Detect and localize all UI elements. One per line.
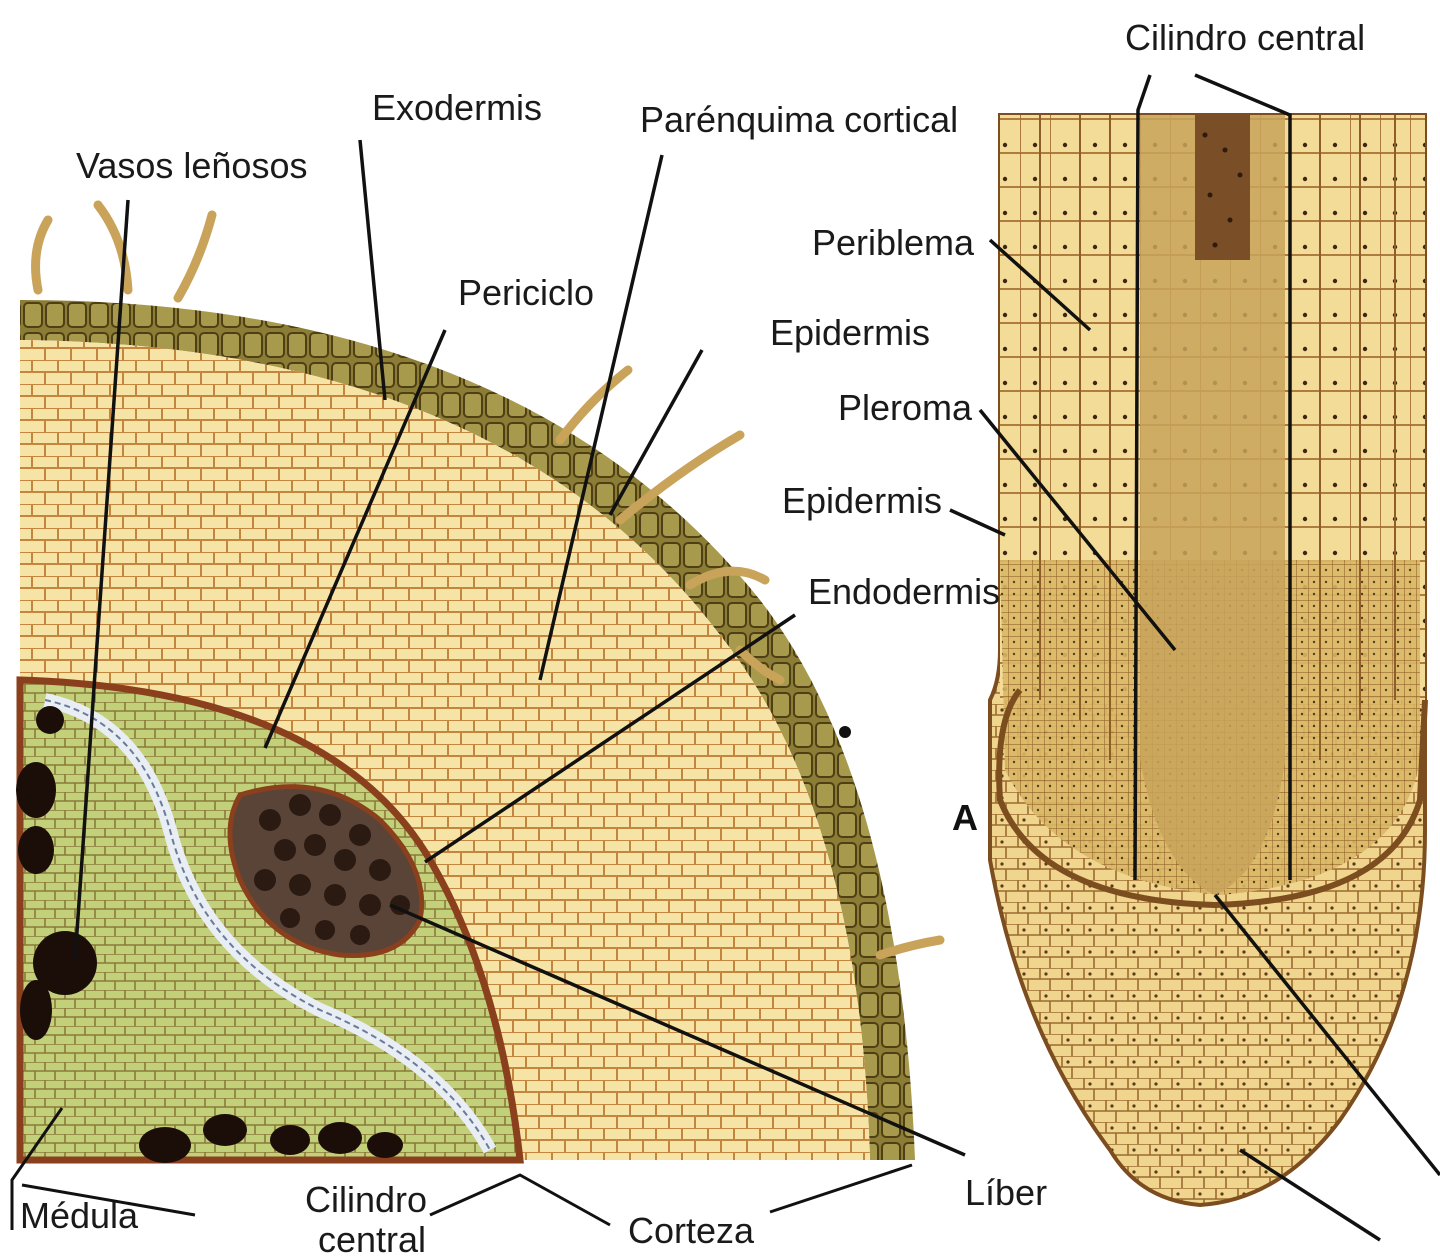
label-epidermis-2: Epidermis	[782, 480, 942, 521]
label-liber: Líber	[965, 1172, 1047, 1213]
label-epidermis-1: Epidermis	[770, 312, 930, 353]
label-pleroma: Pleroma	[838, 387, 973, 428]
leader-epidermis-2	[950, 510, 1005, 535]
label-corteza: Corteza	[628, 1210, 755, 1251]
label-cilindro-bottom-1: Cilindro	[305, 1179, 427, 1220]
label-cilindro-central-top: Cilindro central	[1125, 17, 1365, 58]
label-vasos-lenosos: Vasos leñosos	[76, 145, 307, 186]
stray-dot	[839, 726, 851, 738]
leader-cilindro-bottom	[430, 1175, 610, 1225]
label-periciclo: Periciclo	[458, 272, 594, 313]
label-exodermis: Exodermis	[372, 87, 542, 128]
label-periblema: Periblema	[812, 222, 975, 263]
leader-corteza	[770, 1165, 912, 1212]
label-endodermis: Endodermis	[808, 571, 1000, 612]
label-medula: Médula	[20, 1195, 139, 1236]
label-panel-a: A	[952, 797, 978, 838]
leader-tip-bottom	[1240, 1150, 1380, 1240]
label-parenquima-cortical: Parénquima cortical	[640, 99, 958, 140]
root-tip-illustration	[839, 115, 1425, 1205]
label-cilindro-bottom-2: central	[318, 1219, 426, 1256]
